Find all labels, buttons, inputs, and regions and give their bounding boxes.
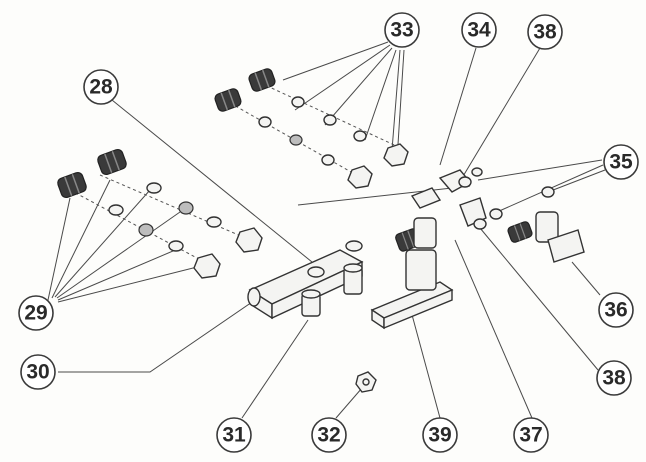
bracket-upright xyxy=(405,249,437,291)
callout-31: 31 xyxy=(216,417,252,453)
left-nut-2 xyxy=(193,253,221,279)
axis-top-upper xyxy=(249,77,406,151)
leader-38-top xyxy=(461,47,541,179)
callout-36: 36 xyxy=(598,292,634,328)
left-washer-3 xyxy=(178,201,194,215)
top-nut xyxy=(383,143,409,167)
top-washer-5 xyxy=(353,130,367,142)
callout-33: 33 xyxy=(384,12,420,48)
leader-29-d xyxy=(56,211,181,299)
center-nut xyxy=(347,165,373,189)
callout-34: 34 xyxy=(461,12,497,48)
callout-label-31: 31 xyxy=(222,424,246,447)
washer-38-bottom xyxy=(473,218,487,230)
callout-label-32: 32 xyxy=(317,424,340,447)
leader-33-f xyxy=(396,49,405,161)
callout-label-39: 39 xyxy=(428,424,451,447)
top-washer-2 xyxy=(323,114,337,126)
left-hose-1 xyxy=(97,148,127,176)
left-washer-5 xyxy=(206,216,222,228)
small-part-32 xyxy=(355,371,377,393)
top-washer-1 xyxy=(291,96,305,108)
callout-39: 39 xyxy=(422,417,458,453)
leader-29-b xyxy=(51,179,111,299)
leader-35-d xyxy=(297,185,471,206)
callout-28: 28 xyxy=(83,69,119,105)
manifold-washer-28 xyxy=(307,266,325,278)
callout-label-38-bottom: 38 xyxy=(602,367,626,390)
leader-33-a xyxy=(282,41,389,81)
callout-label-29: 29 xyxy=(24,302,47,325)
leader-31 xyxy=(241,319,309,419)
leader-33-c xyxy=(324,47,393,126)
callout-29: 29 xyxy=(18,295,54,331)
manifold-washer-upper xyxy=(345,240,363,252)
left-hose-group xyxy=(57,148,263,279)
leader-29-a xyxy=(47,197,71,301)
bracket-39 xyxy=(370,249,454,330)
leader-39 xyxy=(407,299,441,419)
valve-body xyxy=(413,217,437,249)
top-hose-group xyxy=(214,68,409,189)
top-washer-3 xyxy=(258,116,272,128)
left-washer-2 xyxy=(108,204,124,216)
leader-35-c xyxy=(547,169,606,193)
callout-37: 37 xyxy=(513,417,549,453)
leader-33-e xyxy=(391,49,401,151)
callout-label-36: 36 xyxy=(604,299,627,322)
leader-28 xyxy=(111,99,313,263)
washer-35-c xyxy=(541,186,555,198)
top-washer-6 xyxy=(321,154,335,166)
top-hose-1 xyxy=(248,68,276,92)
callout-30: 30 xyxy=(20,354,56,390)
left-washer-6 xyxy=(168,240,184,252)
callout-label-33: 33 xyxy=(390,19,413,42)
left-washer-1 xyxy=(146,182,162,194)
leader-lines xyxy=(47,41,606,419)
callout-label-30: 30 xyxy=(26,361,49,384)
leader-29-f xyxy=(57,264,206,303)
leader-33-d xyxy=(364,49,397,141)
callout-32: 32 xyxy=(311,417,347,453)
leader-29-e xyxy=(57,247,181,301)
callout-label-37: 37 xyxy=(519,424,542,447)
manifold-block xyxy=(247,240,364,320)
valve-elbow xyxy=(395,187,442,252)
washer-38-top xyxy=(458,176,472,188)
callout-label-28: 28 xyxy=(89,76,113,99)
leader-37 xyxy=(454,239,533,419)
leader-32 xyxy=(335,387,363,419)
washer-35-a xyxy=(471,167,483,177)
elbow-36-horizontal xyxy=(547,229,585,263)
callout-35: 35 xyxy=(603,144,639,180)
left-washer-4 xyxy=(138,223,154,237)
leader-33-b xyxy=(294,44,391,111)
leader-35-a xyxy=(477,159,603,181)
valve-top-fitting xyxy=(410,187,442,209)
callout-label-38-top: 38 xyxy=(533,21,557,44)
top-washer-4 xyxy=(289,134,303,146)
callout-label-35: 35 xyxy=(609,151,633,174)
leader-29-c xyxy=(54,189,151,298)
washer-35-b xyxy=(489,208,503,220)
bracket-front xyxy=(383,288,453,330)
right-hose-stub xyxy=(507,221,533,243)
top-hose-2 xyxy=(214,88,242,112)
leader-38-bottom xyxy=(479,227,599,371)
leader-36 xyxy=(571,261,601,296)
callout-label-34: 34 xyxy=(467,19,491,42)
left-nut-1 xyxy=(235,227,263,253)
leader-34 xyxy=(439,47,477,166)
callout-38-top: 38 xyxy=(527,14,563,50)
leader-30 xyxy=(58,299,256,373)
manifold-end xyxy=(247,287,261,307)
manifold-fitting-top xyxy=(301,289,321,299)
manifold-fitting-right-top xyxy=(343,263,363,273)
left-hose-2 xyxy=(57,171,87,199)
callout-38-bottom: 38 xyxy=(596,360,632,396)
elbow-36-vertical xyxy=(535,211,559,243)
right-elbow-assembly xyxy=(438,167,585,263)
